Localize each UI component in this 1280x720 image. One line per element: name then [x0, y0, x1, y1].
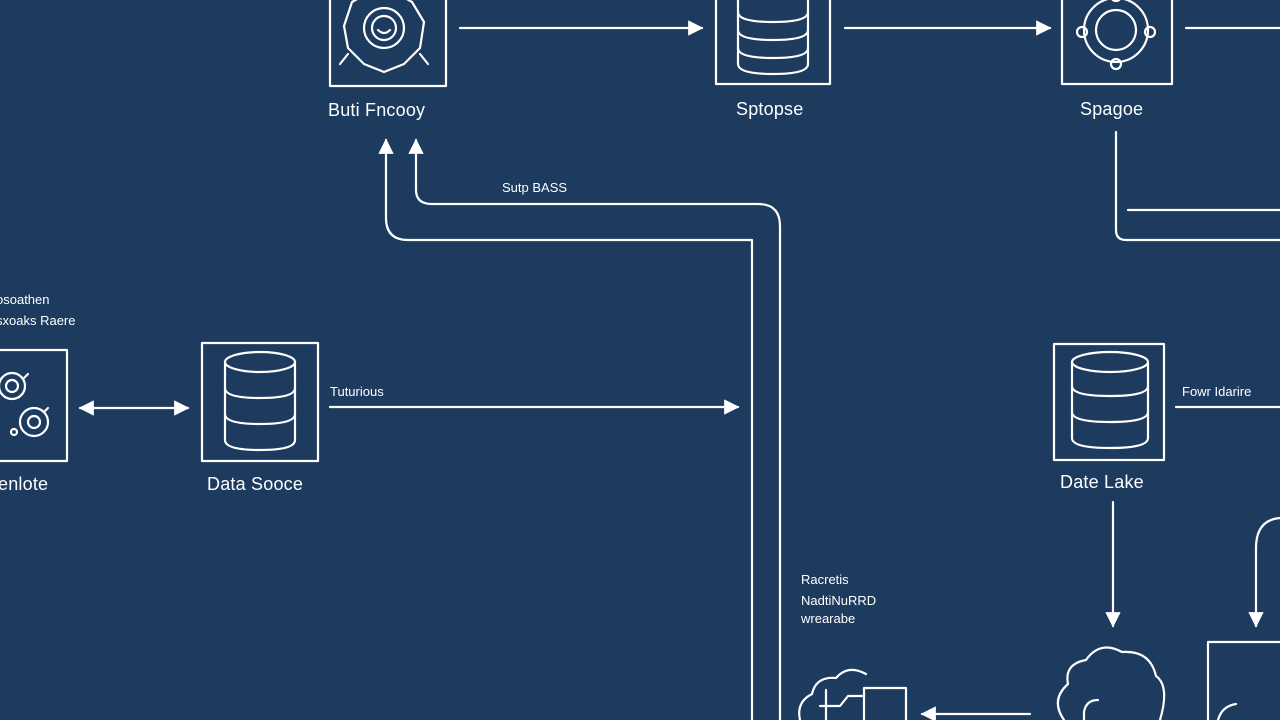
database-icon [1070, 350, 1150, 450]
enlote-node [0, 348, 69, 463]
data-lake-label: Date Lake [1060, 472, 1144, 492]
cloud-folder-icon [798, 668, 908, 720]
edge-label-middle-3: wrearabe [801, 611, 856, 626]
data-source-node [200, 341, 320, 463]
edge-label-source: Tuturious [330, 384, 384, 399]
build-factory-label: Buti Fncooy [328, 100, 426, 120]
edge-loop-inner [408, 138, 782, 720]
data-lake-node [1052, 342, 1166, 462]
gear-icon [338, 0, 430, 74]
edge-label-middle-1: Racretis [801, 572, 849, 587]
edge-loop-outer [378, 138, 754, 720]
gear-ring-icon [1075, 0, 1157, 71]
enlote-label: enlote [0, 474, 49, 494]
edge-label-middle-2: NadtiNuRRD [801, 593, 877, 608]
spagoe-node [1060, 0, 1174, 86]
monitor-icon [1206, 640, 1280, 720]
edge-label-left-bottom: sxoaks Raere [0, 313, 76, 328]
data-source-label: Data Sooce [207, 474, 304, 494]
spagoe-label: Spagoe [1080, 99, 1144, 119]
gears-cluster-icon [0, 371, 50, 438]
cloud-icon [1056, 646, 1166, 720]
edge-label-loop: Sutp BASS [502, 180, 568, 195]
edge-spagoe-down [1114, 130, 1280, 242]
spltopse-label: Sptopse [736, 99, 804, 119]
database-icon [736, 0, 810, 76]
build-factory-node [328, 0, 448, 88]
spltopse-node [714, 0, 832, 86]
edge-right-loop [1248, 516, 1280, 628]
edge-label-left-top: osoathen [0, 292, 50, 307]
database-icon [223, 350, 297, 452]
edge-label-right: Fowr Idarire [1182, 384, 1252, 399]
